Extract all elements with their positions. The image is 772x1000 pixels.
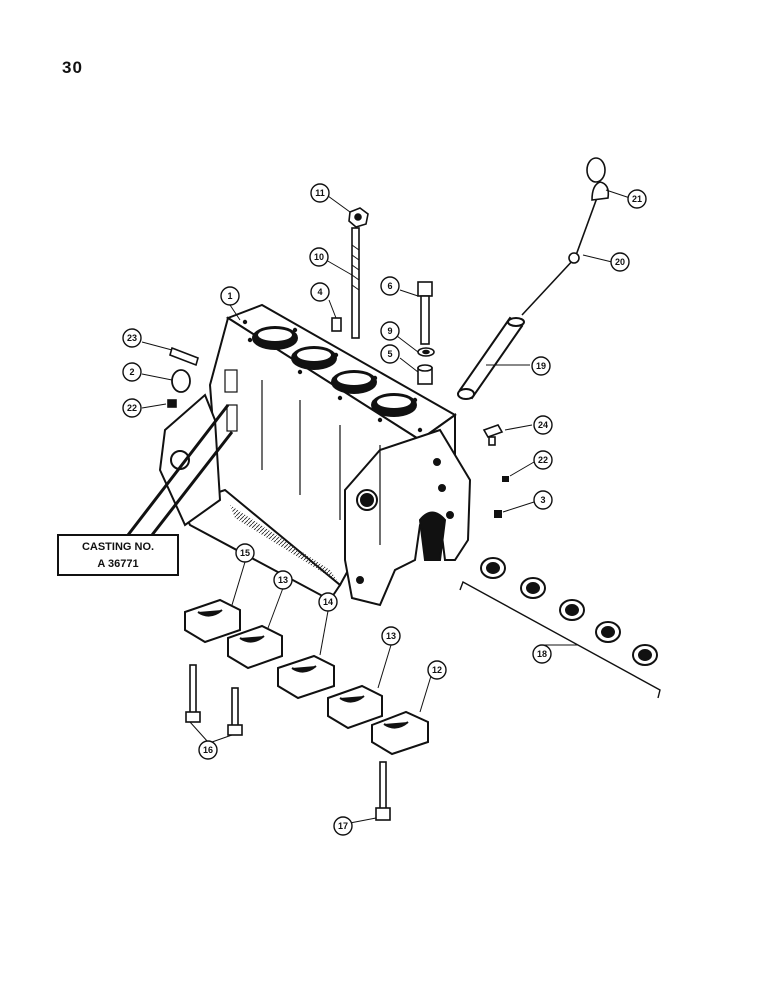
callout-1: 1	[227, 291, 232, 301]
callout-10: 10	[314, 252, 324, 262]
plug-22-right	[502, 476, 509, 482]
bearings-bracket	[459, 580, 661, 699]
callout-21: 21	[632, 194, 642, 204]
plug-22-left	[167, 399, 177, 408]
callout-11: 11	[315, 188, 325, 198]
head-stud	[351, 227, 360, 339]
callout-20: 20	[615, 257, 625, 267]
callouts	[122, 183, 647, 836]
dowel-5	[417, 364, 433, 385]
casting-number-box: CASTING NO. A 36771	[57, 534, 179, 576]
fitting-24	[482, 424, 504, 446]
plug-3	[494, 510, 502, 518]
dipstick-tube	[457, 316, 525, 400]
camshaft-bearings	[480, 557, 658, 666]
callout-9: 9	[387, 326, 392, 336]
head-bolt-holes	[242, 319, 423, 433]
cylinder-block	[158, 303, 472, 607]
plug-2	[171, 369, 191, 393]
casting-pointer	[126, 404, 234, 536]
main-bearing-cap-bolts	[185, 664, 391, 821]
callout-16: 16	[203, 745, 213, 755]
bolt-6	[417, 281, 433, 345]
stud-nut	[348, 207, 369, 228]
callout-19: 19	[536, 361, 546, 371]
casting-label: CASTING NO.	[81, 541, 155, 553]
callout-15: 15	[240, 548, 250, 558]
callout-6: 6	[387, 281, 392, 291]
stud-23	[169, 346, 199, 367]
callout-5: 5	[387, 349, 392, 359]
callout-13-upper: 13	[278, 575, 288, 585]
page-number: 30	[62, 58, 83, 77]
callout-22-left: 22	[127, 403, 137, 413]
callout-3: 3	[540, 495, 545, 505]
leader-lines	[141, 189, 631, 824]
callout-12: 12	[432, 665, 442, 675]
callout-23: 23	[127, 333, 137, 343]
callout-4: 4	[317, 287, 322, 297]
callout-24: 24	[538, 420, 548, 430]
callout-17: 17	[338, 821, 348, 831]
callout-14: 14	[323, 597, 333, 607]
dipstick	[521, 157, 610, 316]
dowel-4	[331, 317, 342, 332]
callout-22-right: 22	[538, 455, 548, 465]
main-bearing-caps	[184, 598, 429, 756]
callout-13-lower: 13	[386, 631, 396, 641]
callout-2: 2	[129, 367, 134, 377]
washer-9	[417, 347, 435, 357]
callout-labels: 1 2 3 4 5 6 9 10 11 12 13 13 14 15 16 17…	[127, 188, 642, 831]
casting-number: A 36771	[97, 558, 139, 570]
callout-18: 18	[537, 649, 547, 659]
